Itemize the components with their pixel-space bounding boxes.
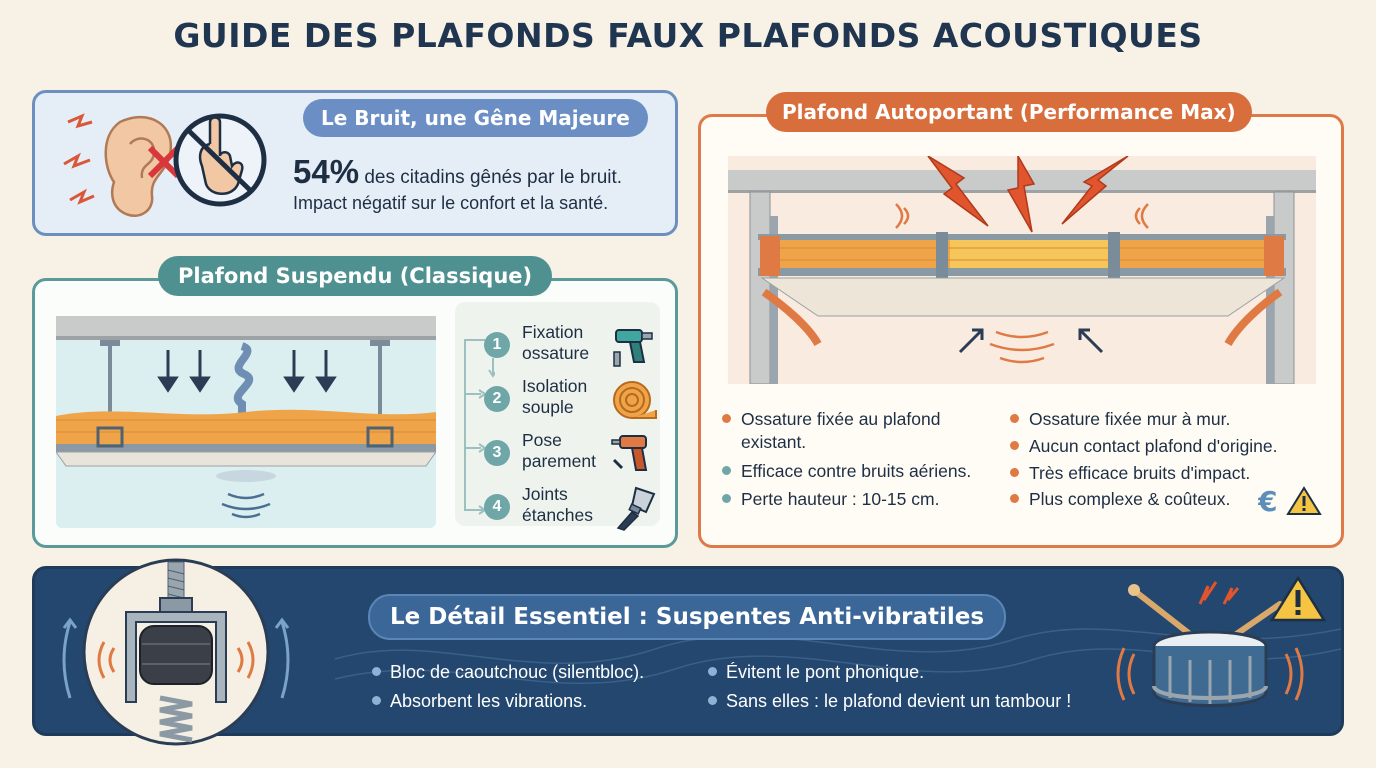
bullet-dot [372, 666, 381, 676]
bullet-text: Plus complexe & coûteux. [1029, 489, 1231, 509]
bullet-text: Très efficace bruits d'impact. [1029, 463, 1251, 483]
bullet-dot [722, 413, 731, 423]
screwdriver-drill-icon [611, 435, 648, 471]
self-supporting-bullet: Efficace contre bruits aériens. [722, 460, 971, 483]
bullet-text: Sans elles : le plafond devient un tambo… [726, 691, 1072, 711]
detail-bullet: Évitent le pont phonique. [708, 662, 924, 683]
bullet-text: Aucun contact plafond d'origine. [1029, 436, 1278, 456]
suspended-ceiling-diagram [56, 316, 436, 528]
euro-warning-icon: € [1258, 485, 1322, 518]
suspended-ceiling-title: Plafond Suspendu (Classique) [158, 256, 553, 296]
step-label: Fixation ossature [522, 322, 590, 363]
self-supporting-bullet: Plus complexe & coûteux. [1010, 488, 1230, 511]
anti-vibration-hanger-icon [62, 558, 290, 746]
putty-knife-icon [616, 486, 656, 531]
svg-text:€: € [1258, 485, 1277, 518]
bullet-text: Ossature fixée au plafond existant. [741, 409, 941, 452]
page-title: GUIDE DES PLAFONDS FAUX PLAFONDS ACOUSTI… [173, 16, 1203, 55]
noise-stat-text: des citadins gênés par le bruit. [359, 167, 623, 188]
bullet-dot [722, 493, 731, 503]
bullet-dot [708, 666, 717, 676]
step-number: 1 [484, 332, 510, 358]
bullet-dot [722, 465, 731, 475]
detail-title: Le Détail Essentiel : Suspentes Anti-vib… [368, 594, 1007, 640]
step-4: 4 Joints étanches [484, 484, 664, 534]
noise-impact: Impact négatif sur le confort et la sant… [293, 193, 609, 213]
detail-bullet: Sans elles : le plafond devient un tambo… [708, 691, 1071, 712]
bullet-text: Ossature fixée mur à mur. [1029, 409, 1231, 429]
step-1: 1 Fixation ossature [484, 322, 664, 372]
bullet-dot [708, 695, 717, 705]
insulation-roll-icon [613, 381, 657, 419]
bullet-dot [1010, 493, 1019, 503]
step-label: Pose parement [522, 430, 596, 471]
self-supporting-bullet: Ossature fixée au plafond existant. [722, 408, 991, 454]
bullet-dot [1010, 413, 1019, 423]
bullet-dot [1010, 467, 1019, 477]
self-supporting-bullet: Aucun contact plafond d'origine. [1010, 435, 1278, 458]
step-number: 3 [484, 440, 510, 466]
bullet-text: Absorbent les vibrations. [390, 691, 588, 711]
self-supporting-ceiling-title: Plafond Autoportant (Performance Max) [766, 92, 1252, 132]
drum-warning-icon [1116, 575, 1327, 707]
step-label: Isolation souple [522, 376, 588, 417]
bullet-text: Évitent le pont phonique. [726, 662, 925, 682]
bullet-text: Efficace contre bruits aériens. [741, 461, 972, 481]
drill-icon [613, 329, 653, 367]
detail-bullet: Bloc de caoutchouc (silentbloc). [372, 662, 644, 683]
step-3: 3 Pose parement [484, 430, 664, 480]
bullet-dot [1010, 440, 1019, 450]
step-2: 2 Isolation souple [484, 376, 664, 426]
noise-stat: 54% des citadins gênés par le bruit. [293, 153, 622, 191]
ear-noise-icon [63, 113, 267, 217]
noise-title: Le Bruit, une Gêne Majeure [303, 99, 648, 137]
self-supporting-bullet: Très efficace bruits d'impact. [1010, 462, 1250, 485]
bullet-dot [372, 695, 381, 705]
bullet-text: Bloc de caoutchouc (silentbloc). [390, 662, 645, 682]
step-number: 4 [484, 494, 510, 520]
noise-stat-value: 54% [293, 153, 360, 190]
step-label: Joints étanches [522, 484, 594, 525]
self-supporting-bullet: Perte hauteur : 10-15 cm. [722, 488, 939, 511]
detail-bullet: Absorbent les vibrations. [372, 691, 587, 712]
step-number: 2 [484, 386, 510, 412]
self-supporting-ceiling-diagram [728, 156, 1316, 384]
bullet-text: Perte hauteur : 10-15 cm. [741, 489, 940, 509]
self-supporting-bullet: Ossature fixée mur à mur. [1010, 408, 1230, 431]
